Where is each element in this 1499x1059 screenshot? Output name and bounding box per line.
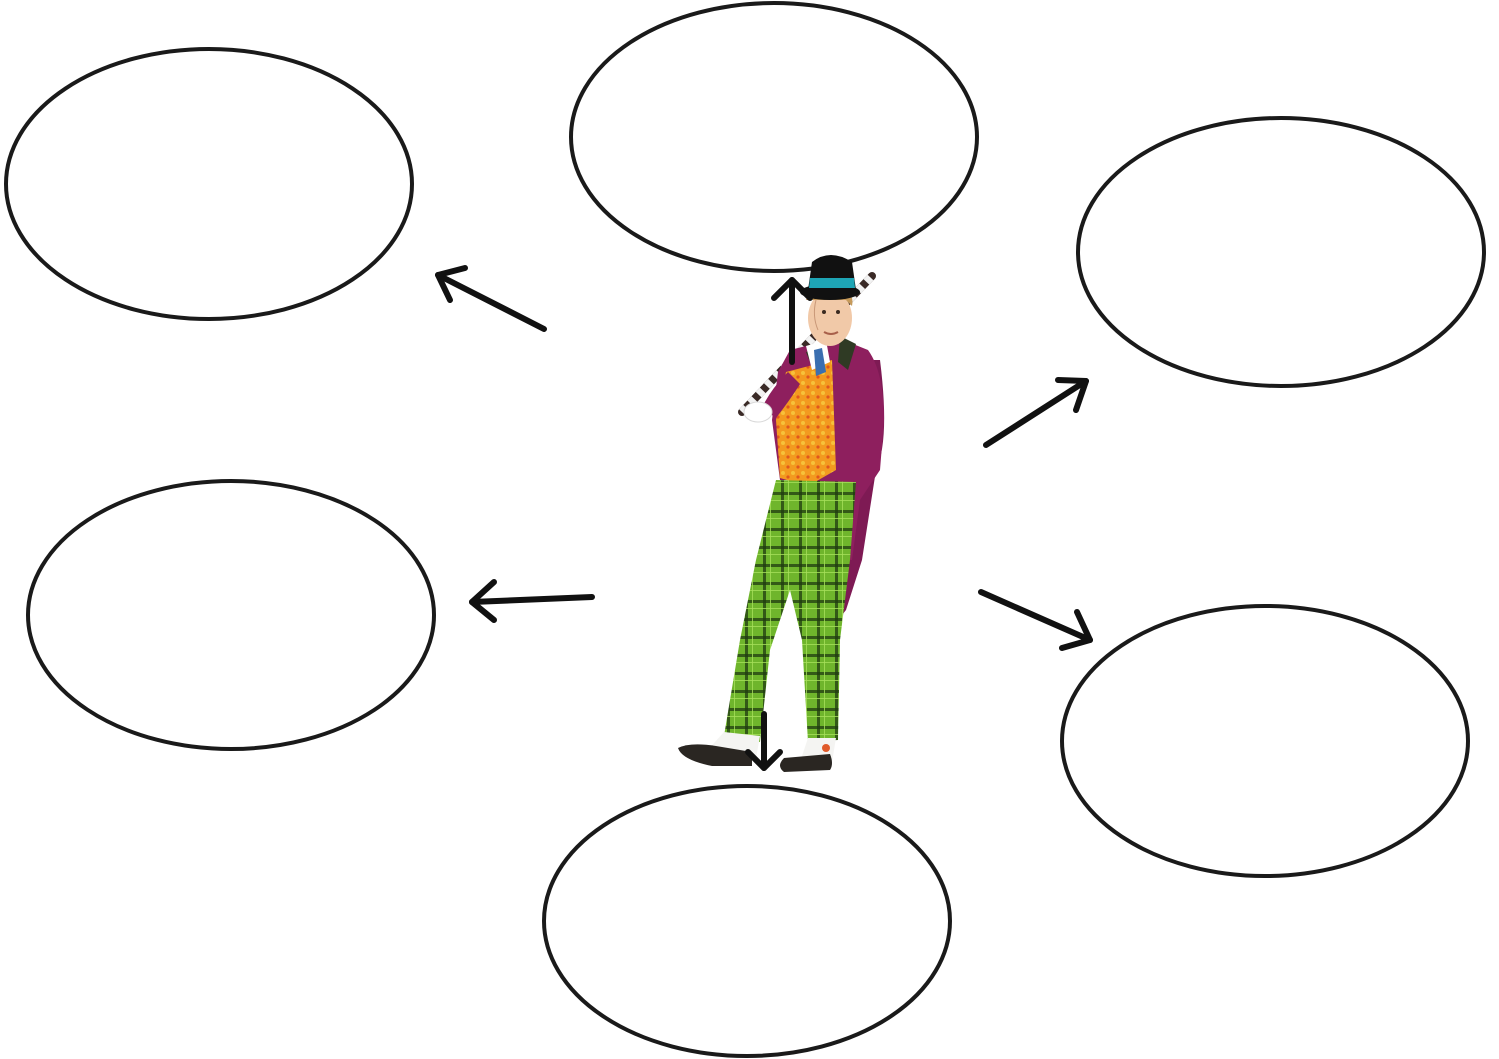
bubble-top-right	[1078, 118, 1484, 386]
arrow-to-bottom-right	[981, 592, 1090, 648]
arrow-to-top-left	[438, 268, 544, 329]
bubble-mid-left	[28, 481, 434, 749]
bubble-top	[571, 3, 977, 271]
arrow-to-top-right	[986, 380, 1086, 445]
bubble-bottom	[544, 786, 950, 1056]
bubble-top-left	[6, 49, 412, 319]
bubble-bottom-right	[1062, 606, 1468, 876]
arrow-to-mid-left	[472, 582, 592, 620]
top-hat-character-illustration	[678, 255, 884, 772]
